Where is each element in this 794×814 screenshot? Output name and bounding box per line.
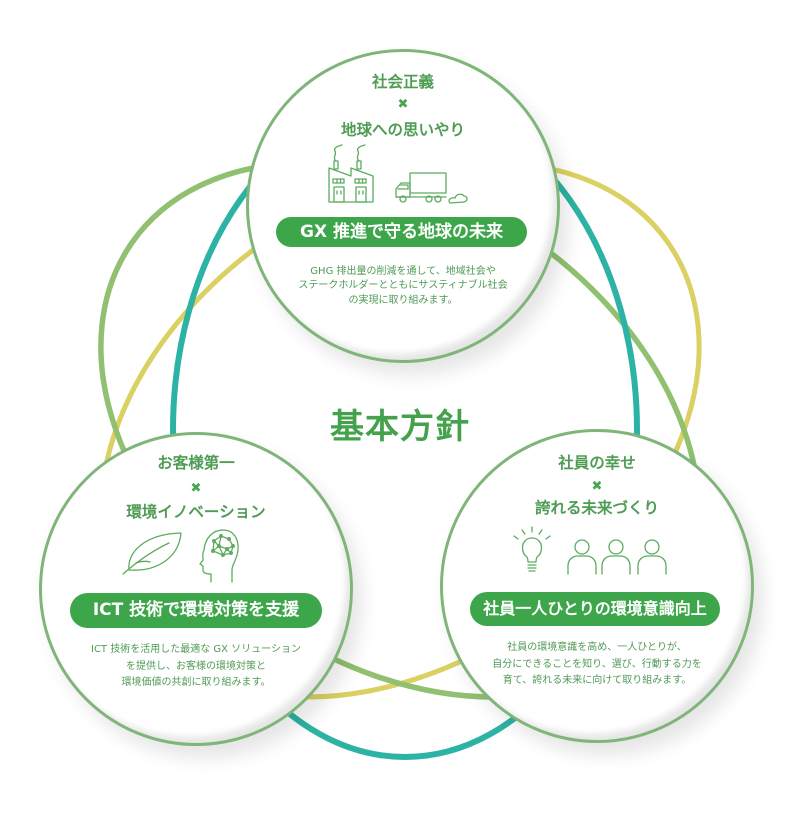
- pillar-description: 社員の環境意識を高め、一人ひとりが、 自分にできることを知り、選び、行動する力を…: [443, 640, 751, 690]
- lightbulb-icon: [513, 526, 551, 572]
- cross-icon: ✖: [591, 479, 603, 494]
- description-line: ICT 技術を活用した最適な GX ソリューション: [91, 644, 301, 655]
- pillar-icons: [328, 143, 470, 205]
- pillar-badge: ICT 技術で環境対策を支援: [70, 593, 322, 628]
- description-line: ステークホルダーとともにサスティナブル社会: [298, 280, 508, 292]
- pillar-icons: [119, 526, 244, 584]
- leaf-icon: [122, 532, 182, 575]
- description-line: の実現に取り組みます。: [348, 294, 458, 306]
- description-line: を提供し、お客様の環境対策と: [126, 660, 266, 672]
- description-line: 環境価値の共創に取り組みます。: [121, 677, 271, 688]
- pillar-badge: 社員一人ひとりの環境意識向上: [470, 592, 720, 626]
- pillar-circle-right: 社員の幸せ ✖ 誇れる未来づくり 社員一人ひとりの環境意識向上 社員の環境意識を…: [440, 429, 754, 743]
- cross-icon: ✖: [397, 97, 409, 112]
- pillar-description: GHG 排出量の削減を通して、地域社会や ステークホルダーとともにサスティナブル…: [249, 265, 557, 308]
- description-line: 社員の環境意識を高め、一人ひとりが、: [507, 642, 687, 653]
- pillar-circle-left: お客様第一 ✖ 環境イノベーション ICT 技術: [39, 432, 353, 746]
- pillar-value: 社員の幸せ: [558, 454, 636, 472]
- people-icon: [567, 539, 667, 575]
- pillar-icons: [512, 524, 672, 576]
- brain-network-icon: [199, 529, 239, 583]
- factory-icon: [328, 144, 374, 203]
- description-line: GHG 排出量の削減を通して、地域社会や: [310, 266, 496, 277]
- pillar-theme: 地球への思いやり: [340, 121, 465, 139]
- description-line: 育て、誇れる未来に向けて取り組みます。: [502, 675, 692, 686]
- pillar-value: お客様第一: [157, 454, 235, 472]
- pillar-theme: 誇れる未来づくり: [534, 499, 659, 517]
- cross-icon: ✖: [190, 481, 202, 496]
- pillar-value: 社会正義: [371, 73, 434, 91]
- description-line: 自分にできることを知り、選び、行動する力を: [492, 658, 702, 670]
- diagram-title: 基本方針: [330, 407, 470, 447]
- pillar-description: ICT 技術を活用した最適な GX ソリューション を提供し、お客様の環境対策と…: [42, 642, 350, 692]
- truck-icon: [395, 172, 468, 204]
- pillar-circle-top: 社会正義 ✖ 地球への思いやり: [246, 49, 560, 363]
- pillar-badge: GX 推進で守る地球の未来: [276, 217, 527, 247]
- pillar-theme: 環境イノベーション: [126, 503, 266, 521]
